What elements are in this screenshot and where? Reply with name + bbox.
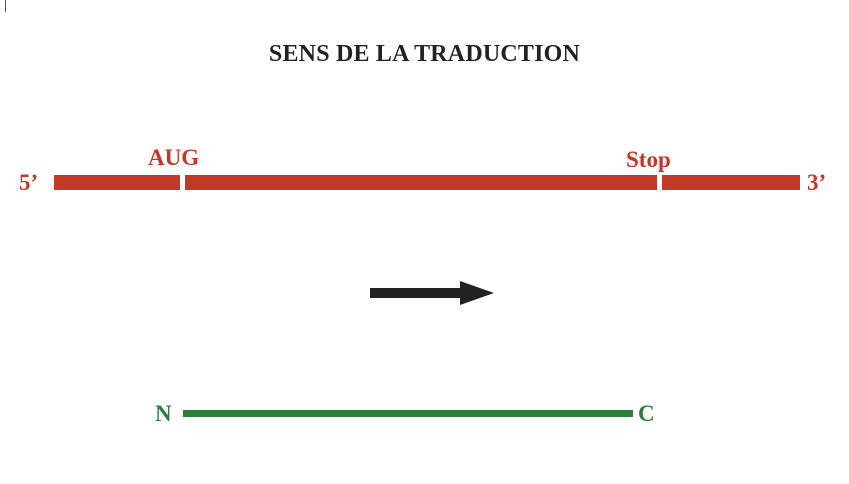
stop-codon-label: Stop — [626, 147, 671, 172]
text-cursor — [5, 0, 6, 12]
mrna-coding-segment — [185, 175, 657, 190]
diagram-title: SENS DE LA TRADUCTION — [268, 41, 581, 67]
polypeptide-line — [183, 410, 633, 417]
mrna-5-utr-segment — [54, 175, 180, 190]
three-prime-label: 3’ — [807, 170, 827, 195]
c-terminus-label: C — [638, 401, 655, 426]
n-terminus-label: N — [155, 401, 172, 426]
mrna-3-utr-segment — [662, 175, 800, 190]
direction-arrow-icon — [370, 281, 494, 305]
five-prime-label: 5’ — [19, 170, 39, 195]
start-codon-label: AUG — [148, 145, 200, 170]
